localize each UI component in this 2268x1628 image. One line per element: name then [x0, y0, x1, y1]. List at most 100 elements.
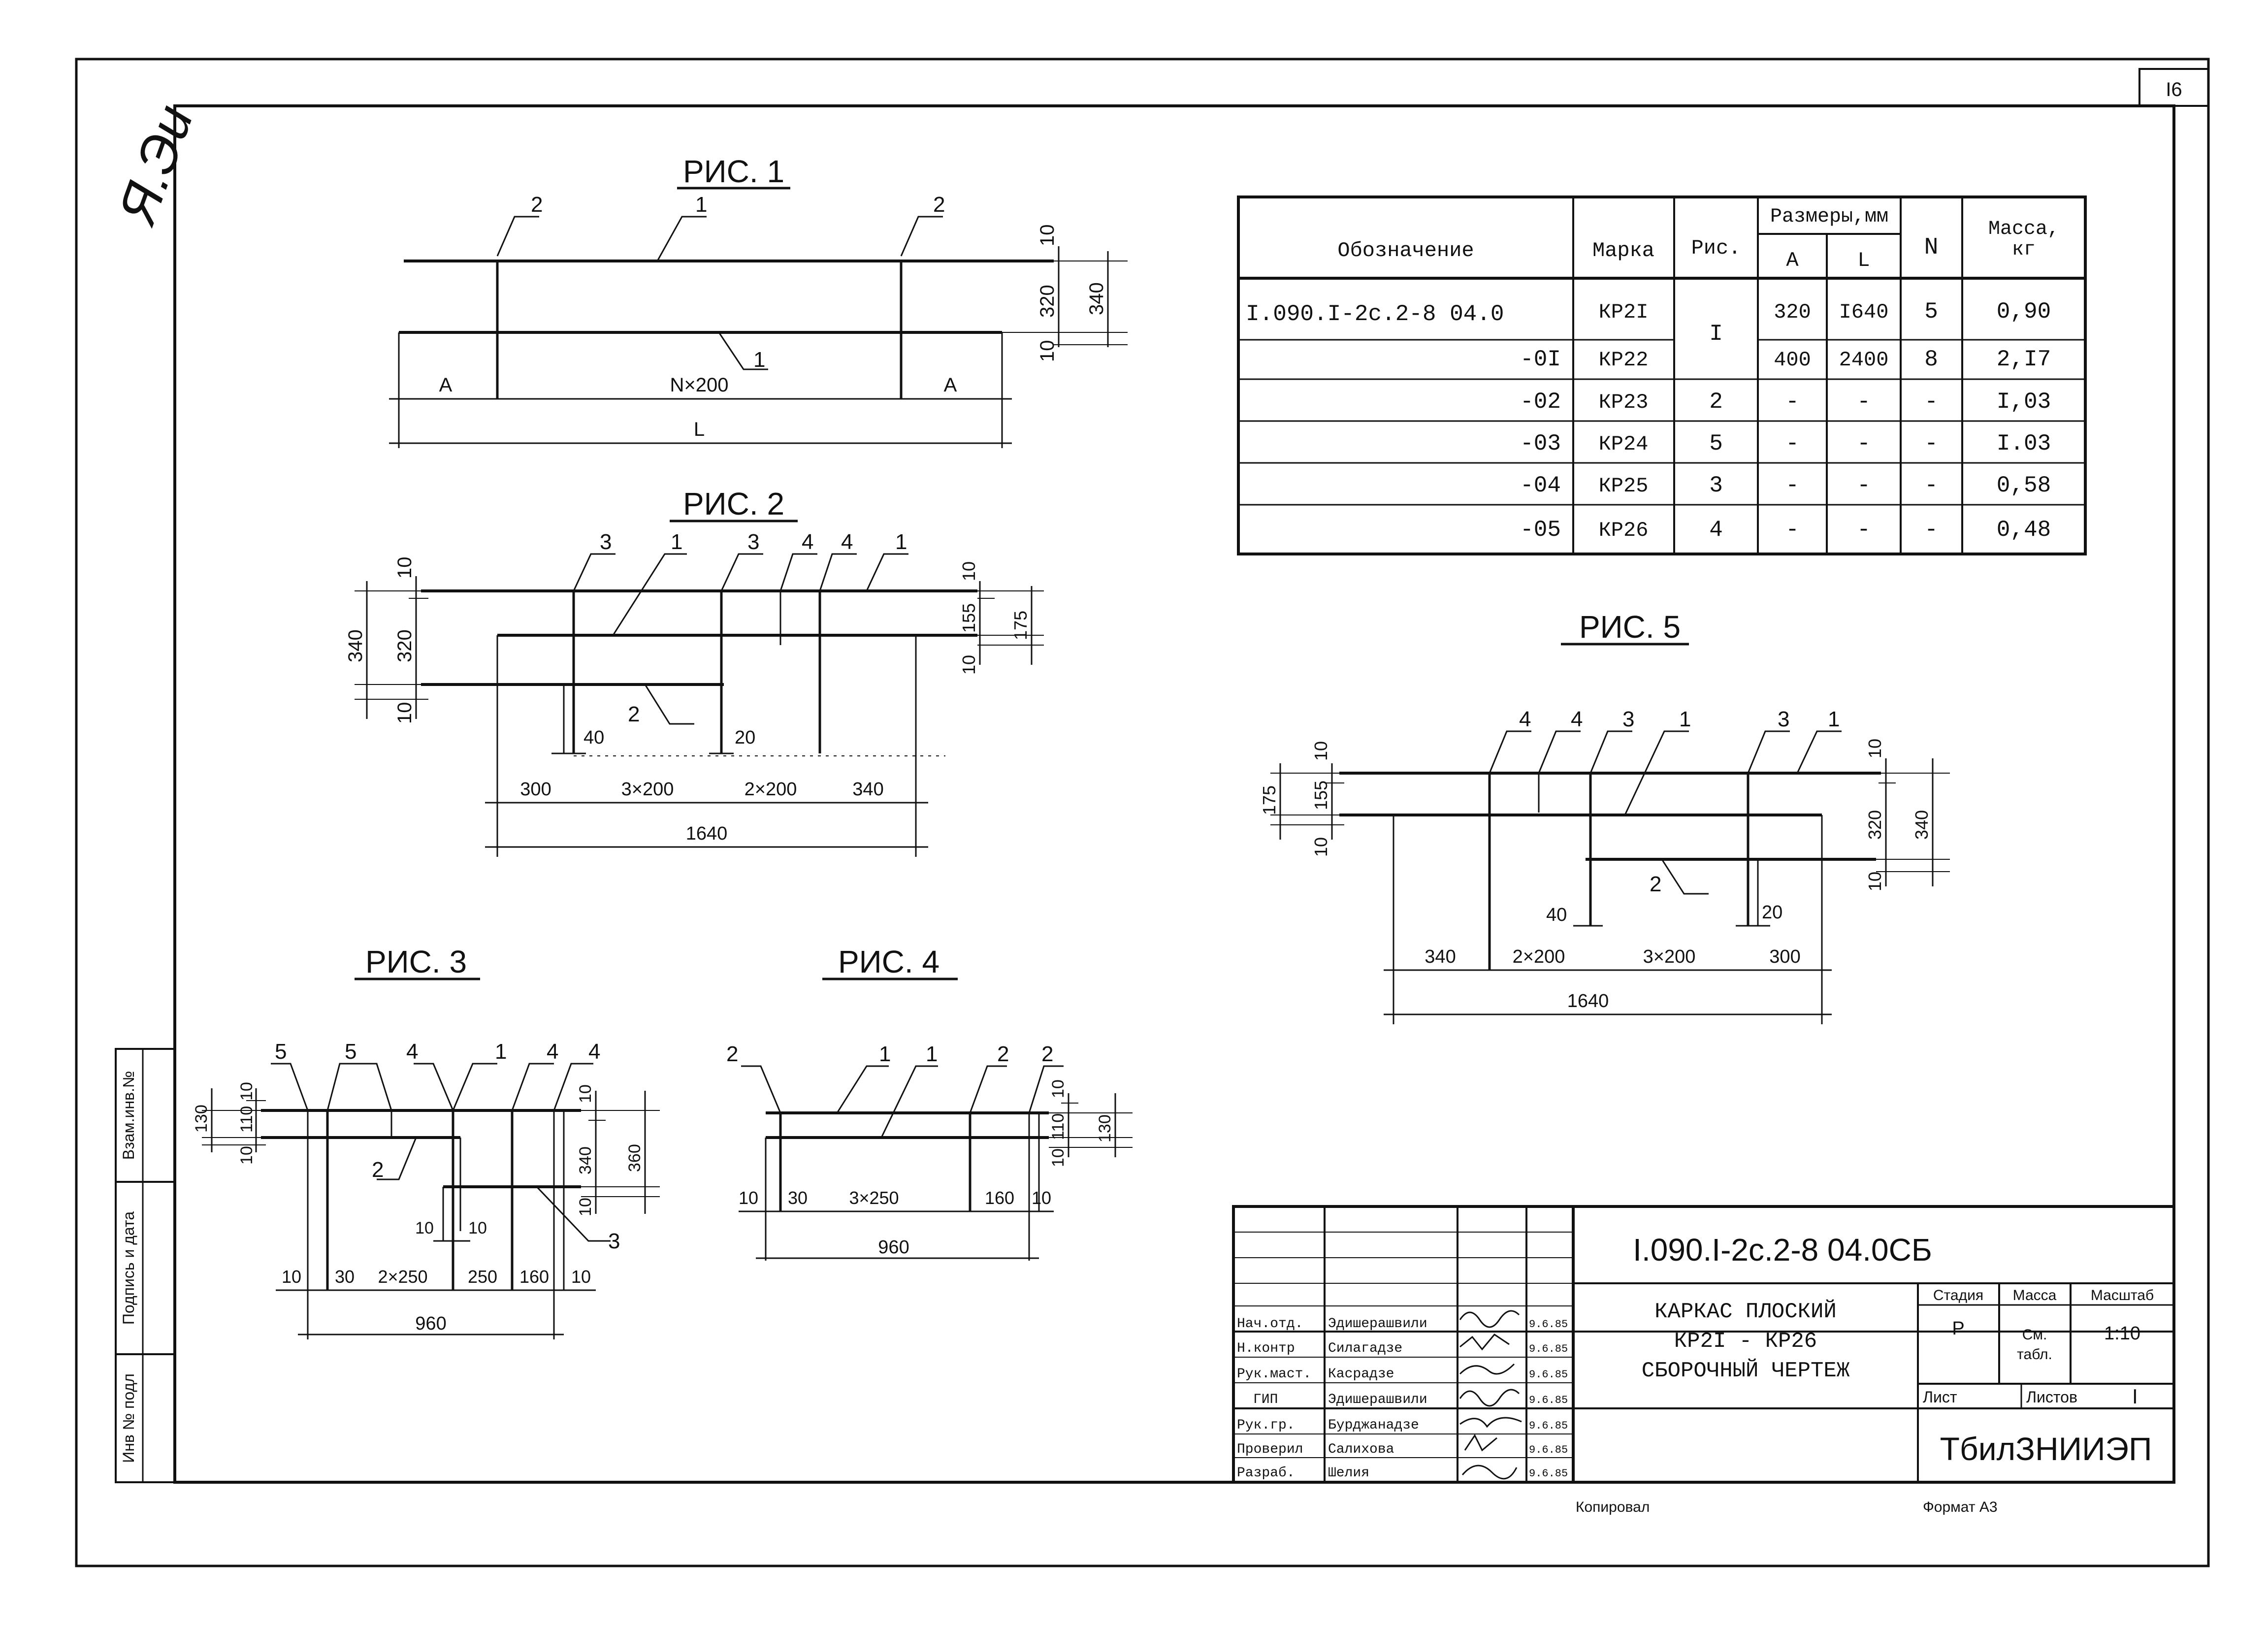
sig-date-3: 9.6.85 [1529, 1368, 1568, 1381]
spec-row1-designation: I.090.I-2с.2-8 04.0 [1246, 301, 1504, 327]
spec-row1-fig: I [1709, 321, 1723, 347]
fig5-callout-5: 3 [1778, 707, 1789, 731]
footer-format: Формат А3 [1923, 1499, 1998, 1515]
fig5-callout-1: 4 [1519, 707, 1531, 731]
spec-row5-fig: 3 [1709, 473, 1723, 498]
fig2-dim-total: 1640 [686, 823, 728, 844]
fig3-callout-8: 3 [608, 1229, 620, 1253]
title-block-scale-label: Масштаб [2091, 1287, 2154, 1303]
fig4-dim-b30: 30 [788, 1188, 808, 1208]
spec-row3-mark: КР23 [1599, 391, 1649, 414]
spec-row3-mass: I,03 [1997, 389, 2051, 415]
fig3-dim-b160: 160 [519, 1267, 549, 1287]
fig3-callout-2: 5 [345, 1040, 356, 1064]
fig3-dim-b30: 30 [335, 1267, 355, 1287]
spec-row4-l: - [1857, 431, 1871, 456]
title-block-mass-line2: табл. [2017, 1346, 2052, 1363]
spec-row3-n: - [1924, 389, 1938, 415]
sheet-number-box [2138, 68, 2209, 107]
fig5-dim-b3x200: 3×200 [1643, 946, 1696, 967]
fig2-callout-2: 1 [671, 530, 682, 554]
fig2-callout-1: 3 [600, 530, 612, 554]
spec-row2-l: 2400 [1839, 348, 1889, 372]
fig5-dim-b2x200: 2×200 [1513, 946, 1565, 967]
fig1-dim-a2: A [944, 374, 957, 396]
fig2-dim-l320: 320 [394, 629, 416, 662]
fig2-callout-7: 2 [628, 702, 640, 726]
fig4-callout-1: 2 [726, 1042, 738, 1066]
fig3-dim-l10b: 10 [237, 1146, 256, 1165]
spec-row5-n: - [1924, 473, 1938, 498]
sig-date-1: 9.6.85 [1529, 1318, 1568, 1331]
inner-frame [173, 104, 2175, 1484]
spec-row3-a: - [1785, 389, 1799, 415]
fig2-dim-l10b: 10 [394, 702, 416, 724]
spec-row6-designation: -05 [1520, 517, 1561, 543]
fig3-callout-6: 4 [588, 1040, 600, 1064]
fig2-dim-b2x200: 2×200 [745, 779, 797, 800]
fig4-dim-total: 960 [878, 1237, 909, 1258]
sig-role-5: Рук.гр. [1237, 1418, 1295, 1433]
spec-row6-l: - [1857, 517, 1871, 543]
fig3-callout-7: 2 [372, 1158, 384, 1182]
fig4-callout-4: 2 [997, 1042, 1009, 1066]
spec-row5-a: - [1785, 473, 1799, 498]
spec-row6-mass: 0,48 [1997, 517, 2051, 543]
sig-date-7: 9.6.85 [1529, 1467, 1568, 1480]
spec-header-fig: Рис. [1691, 236, 1741, 260]
spec-row4-mark: КР24 [1599, 432, 1649, 456]
sig-role-4: ГИП [1253, 1392, 1278, 1407]
fig2-dim-r10: 10 [959, 561, 979, 581]
title-block-name-line3: СБОРОЧНЫЙ ЧЕРТЕЖ [1642, 1358, 1850, 1383]
spec-row5-designation: -04 [1520, 473, 1561, 498]
spec-header-n: N [1924, 234, 1939, 261]
title-block-mass-line1: См. [2022, 1327, 2047, 1343]
sig-name-7: Шелия [1328, 1465, 1369, 1481]
fig5-callout-3: 3 [1622, 707, 1634, 731]
spec-header-l: L [1857, 249, 1870, 272]
fig2-callout-4: 4 [802, 530, 813, 554]
fig3-dim-r340: 340 [576, 1146, 595, 1174]
title-block-scale: 1:10 [2104, 1323, 2140, 1344]
fig2-callout-5: 4 [841, 530, 853, 554]
spec-row4-designation: -03 [1520, 431, 1561, 456]
fig5-dim-r10b: 10 [1865, 872, 1885, 891]
fig2-dim-r155: 155 [959, 603, 979, 633]
figure-4: РИС. 4 2 1 1 2 2 10 110 130 10 10 30 [726, 944, 1133, 1261]
figure-1-title: РИС. 1 [683, 154, 784, 189]
signature-scribbles [1459, 1310, 1522, 1480]
sig-date-2: 9.6.85 [1529, 1343, 1568, 1355]
fig4-dim-r10: 10 [1049, 1079, 1068, 1098]
outer-frame [75, 58, 2210, 1567]
fig4-dim-r10b: 10 [1049, 1148, 1068, 1167]
fig1-callout-2: 1 [695, 193, 707, 217]
spec-row4-n: - [1924, 431, 1938, 456]
fig4-dim-b160: 160 [985, 1188, 1014, 1208]
fig5-dim-b300: 300 [1769, 946, 1800, 967]
fig3-dim-r10: 10 [576, 1084, 595, 1103]
fig5-dim-b340: 340 [1425, 946, 1456, 967]
figure-3-title: РИС. 3 [365, 944, 467, 979]
spec-row6-a: - [1785, 517, 1799, 543]
spec-row3-designation: -02 [1520, 389, 1561, 415]
spec-row1-mark: КР2I [1599, 300, 1649, 324]
spec-row5-mark: КР25 [1599, 474, 1649, 498]
figure-2: РИС. 2 3 1 3 4 4 1 2 10 340 32 [345, 486, 1044, 857]
spec-row2-a: 400 [1774, 348, 1811, 372]
fig5-dim-r320: 320 [1865, 810, 1885, 840]
title-block-code: I.090.I-2c.2-8 04.0СБ [1633, 1232, 1932, 1268]
fig2-callout-6: 1 [895, 530, 907, 554]
fig1-dim-a1: A [439, 374, 453, 396]
spec-row4-a: - [1785, 431, 1799, 456]
fig5-dim-l10b: 10 [1311, 837, 1331, 857]
title-block-stage: Р [1952, 1318, 1964, 1339]
fig4-callout-3: 1 [926, 1042, 938, 1066]
title-block-sheet-label: Лист [1923, 1388, 1957, 1406]
fig5-callout-4: 1 [1679, 707, 1691, 731]
fig5-dim-d20: 20 [1762, 902, 1782, 923]
fig2-dim-b3x200: 3×200 [621, 779, 674, 800]
spec-header-dims: Размеры,мм [1770, 206, 1888, 228]
spec-row1-a: 320 [1774, 300, 1811, 324]
fig2-dim-r175: 175 [1010, 611, 1031, 640]
fig5-dim-l155: 155 [1311, 781, 1331, 810]
